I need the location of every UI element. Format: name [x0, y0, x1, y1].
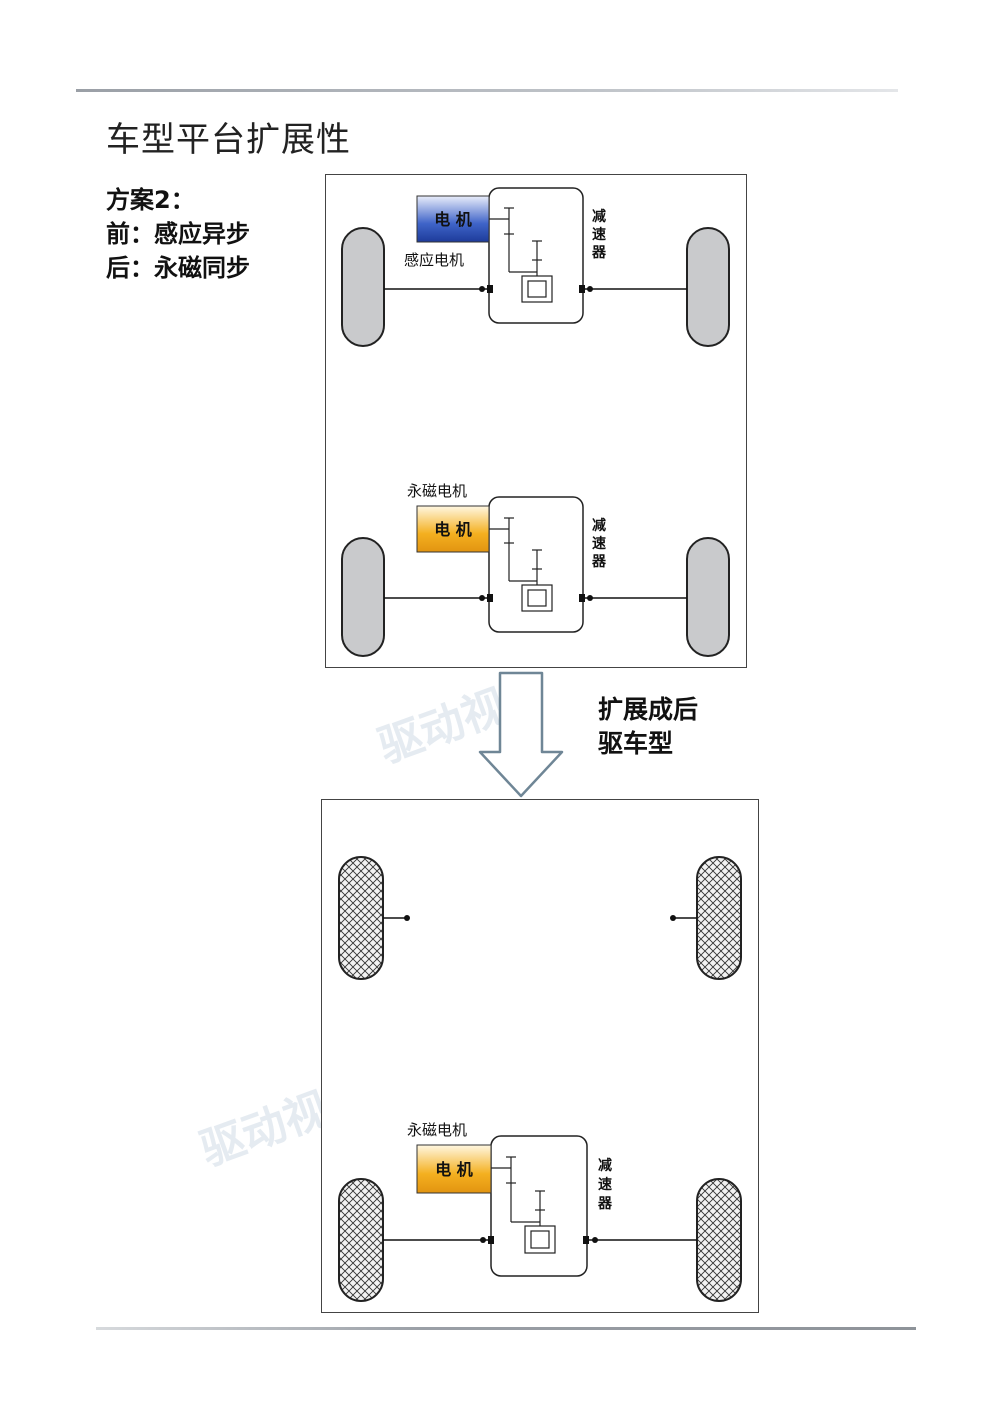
rwd-diagram: 电 机 永磁电机 减 速 器	[321, 799, 759, 1313]
watermark-2: 驱动视	[193, 1083, 336, 1177]
awd-diagram: 电 机 感应电机 减 速 器 电 机	[325, 174, 747, 668]
rear-reducer-label-2: 速	[592, 535, 606, 552]
scheme-rear-motor: 后：永磁同步	[106, 254, 250, 282]
rwd-front-left-wheel	[338, 856, 384, 980]
scheme-heading: 方案2：	[106, 186, 195, 214]
front-right-wheel	[686, 227, 730, 347]
front-motor-label: 电 机	[434, 210, 472, 229]
rear-shaft-joints	[479, 594, 593, 602]
front-reducer-label-1: 减	[592, 208, 606, 225]
rwd-reducer-label-1: 减	[598, 1157, 612, 1174]
front-motor	[416, 195, 490, 243]
rwd-front-right-stub-end	[670, 915, 676, 921]
rwd-rear-axle: 电 机 永磁电机 减 速 器	[338, 1121, 742, 1302]
page-title: 车型平台扩展性	[106, 120, 351, 160]
front-axle: 电 机 感应电机 减 速 器	[341, 187, 730, 347]
rwd-front-left-stub-end	[404, 915, 410, 921]
down-arrow-icon	[478, 671, 564, 798]
rwd-motor-type-label: 永磁电机	[407, 1121, 467, 1139]
rear-reducer-label-3: 器	[591, 554, 607, 570]
front-gear-train	[489, 207, 553, 303]
rwd-motor-label: 电 机	[435, 1160, 473, 1179]
rwd-shaft-joints	[480, 1236, 598, 1244]
scheme-front-motor: 前：感应异步	[106, 220, 250, 248]
front-reducer-label-3: 器	[591, 245, 607, 261]
front-reducer-label-2: 速	[592, 226, 606, 243]
rwd-front-right-wheel	[696, 856, 742, 980]
rear-motor	[416, 505, 490, 553]
rwd-rear-left-wheel	[338, 1178, 384, 1302]
rear-gear-train	[489, 517, 553, 612]
front-reducer-housing	[488, 187, 584, 324]
expand-label-line2: 驱车型	[598, 729, 674, 758]
rwd-reducer-label-2: 速	[598, 1176, 612, 1193]
rear-reducer-housing	[488, 496, 584, 633]
rear-motor-label: 电 机	[434, 520, 472, 539]
front-shaft-joints	[479, 285, 593, 293]
rear-right-wheel	[686, 537, 730, 657]
front-motor-type-label: 感应电机	[404, 251, 464, 269]
rwd-gear-train	[491, 1156, 556, 1254]
rwd-rear-right-wheel	[696, 1178, 742, 1302]
rear-motor-type-label: 永磁电机	[407, 482, 467, 500]
rwd-front-axle	[338, 856, 742, 980]
front-left-wheel	[341, 227, 385, 347]
rwd-reducer-label-3: 器	[597, 1196, 613, 1212]
top-divider	[76, 89, 898, 92]
rwd-reducer-housing	[490, 1135, 588, 1277]
rear-reducer-label-1: 减	[592, 517, 606, 534]
expand-label-line1: 扩展成后	[598, 695, 699, 724]
rwd-motor	[416, 1144, 492, 1194]
bottom-divider	[96, 1327, 916, 1330]
rear-axle: 电 机 永磁电机 减 速 器	[341, 482, 730, 657]
rear-left-wheel	[341, 537, 385, 657]
